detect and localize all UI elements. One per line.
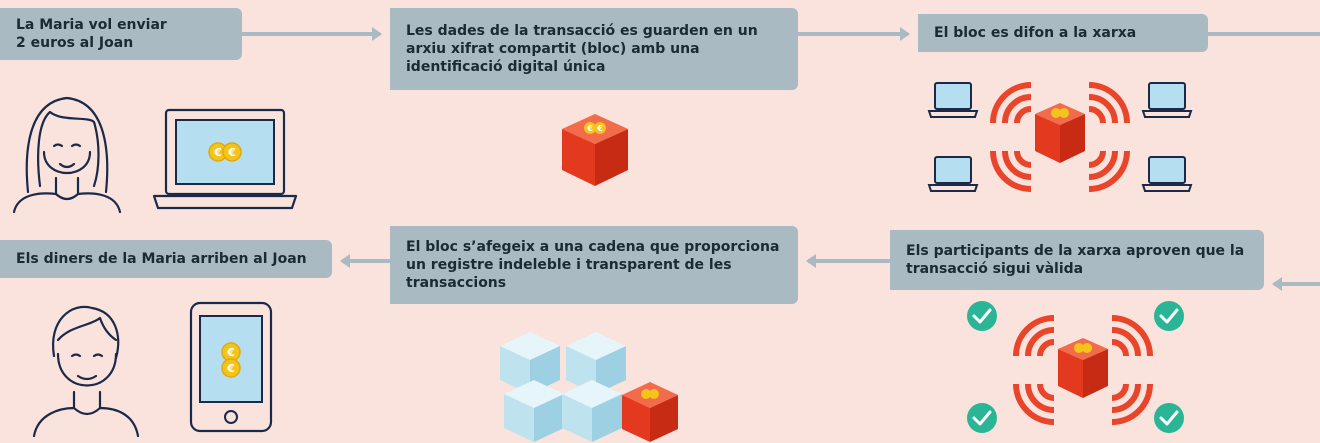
step-5-label: El bloc s’afegeix a una cadena que propo…	[390, 226, 798, 304]
smartphone-icon: € €	[189, 301, 273, 433]
svg-text:€: €	[586, 124, 593, 133]
step-2-label: Les dades de la transacció es guarden en…	[390, 8, 798, 90]
validation-graphic	[967, 301, 1184, 433]
woman-avatar-icon	[12, 96, 122, 214]
block-cube-icon	[622, 382, 678, 442]
block-cube-icon: € €	[562, 114, 628, 186]
block-cube-icon	[1058, 338, 1108, 398]
svg-text:€: €	[226, 362, 235, 375]
arrow-4-to-5	[806, 254, 890, 268]
step-1-label: La Maria vol enviar 2 euros al Joan	[0, 8, 242, 60]
arrow-into-step-4	[1272, 277, 1320, 291]
signal-wave-icon	[990, 82, 1130, 192]
man-avatar-icon	[32, 305, 140, 438]
check-icon	[967, 301, 1184, 433]
step-3-label: El bloc es difon a la xarxa	[918, 14, 1208, 52]
arrow-3-to-4	[1208, 32, 1320, 36]
block-cube-icon	[1035, 103, 1085, 163]
blockchain-icon	[500, 332, 678, 442]
svg-text:€: €	[226, 346, 235, 359]
network-broadcast-graphic	[927, 82, 1193, 192]
signal-wave-icon	[1013, 315, 1153, 425]
svg-text:€: €	[596, 124, 603, 133]
arrow-5-to-6	[340, 254, 390, 268]
euro-coin-icon: € €	[208, 142, 242, 162]
svg-text:€: €	[213, 146, 222, 159]
arrow-1-to-2	[242, 27, 382, 41]
laptop-icon	[927, 82, 1193, 192]
step-6-label: Els diners de la Maria arriben al Joan	[0, 240, 332, 278]
laptop-icon: € €	[152, 108, 298, 210]
euro-coin-icon: € €	[221, 342, 241, 378]
arrow-2-to-3	[798, 27, 910, 41]
svg-text:€: €	[227, 146, 236, 159]
step-4-label: Els participants de la xarxa aproven que…	[890, 230, 1264, 290]
